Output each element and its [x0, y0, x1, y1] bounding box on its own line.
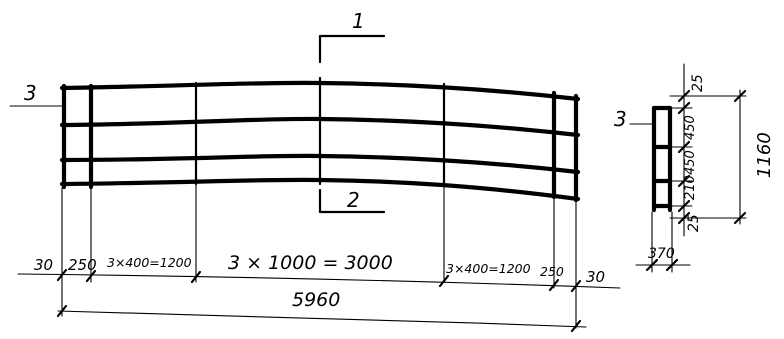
section-mark-3-side: 3	[614, 107, 627, 131]
dim-end-left: 30	[34, 256, 53, 274]
overall-tick-right	[570, 319, 582, 333]
section-cut-2-flag	[318, 188, 386, 214]
extension-lines	[61, 183, 577, 329]
section-mark-3-left: 3	[24, 81, 37, 105]
dim-overall: 5960	[292, 289, 340, 311]
side-dim-total-height: 1160	[754, 132, 775, 178]
dim-end-right: 30	[586, 268, 605, 286]
railing-front-view: 1 2 3 30 250 3×4	[9, 9, 621, 333]
section-cut-1-flag	[318, 34, 386, 64]
side-dim-upper: 450	[683, 115, 698, 140]
side-dim-lower: 210	[683, 175, 698, 200]
side-dim-top: 25	[690, 74, 706, 92]
dim-gap-left: 250	[68, 256, 97, 274]
dimension-ticks	[56, 268, 582, 293]
dim-bays-middle: 3 × 1000 = 3000	[228, 252, 393, 274]
railing-side-view: 3 25	[614, 63, 775, 273]
side-dim-width: 370	[648, 246, 675, 262]
section-mark-1: 1	[352, 9, 365, 33]
side-total-tick-bottom	[733, 211, 747, 225]
dim-bays-right: 3×400=1200	[446, 261, 531, 276]
side-dim-middle: 450	[683, 150, 698, 175]
side-total-tick-top	[733, 89, 747, 103]
dimension-line-segments	[17, 273, 621, 289]
section-mark-2: 2	[347, 188, 360, 212]
dim-bays-left: 3×400=1200	[107, 255, 192, 270]
overall-dimension-line	[57, 310, 587, 328]
side-dim-bottom: 25	[686, 214, 702, 232]
overall-tick-left	[56, 304, 68, 318]
dim-gap-right: 250	[540, 264, 564, 279]
